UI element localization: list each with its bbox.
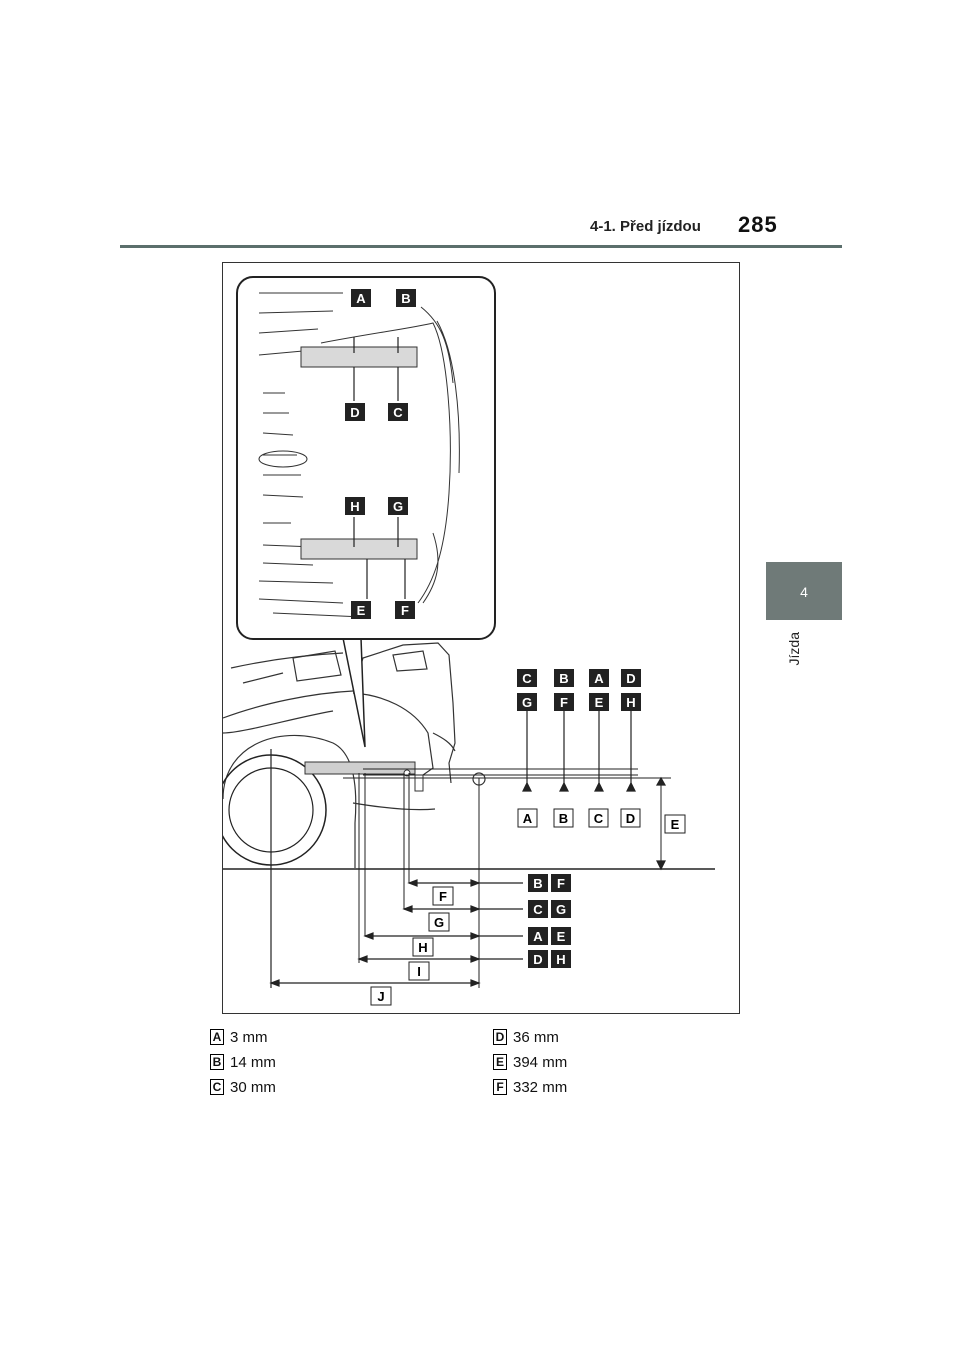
distance-tag-c-g: C G [528, 900, 571, 918]
detail-label-h: H [345, 497, 365, 515]
svg-text:B: B [401, 291, 410, 306]
distance-label-h: H [412, 937, 434, 957]
distance-tag-b-f: B F [528, 874, 571, 892]
svg-text:E: E [357, 603, 366, 618]
svg-text:B: B [533, 876, 542, 891]
chapter-number: 4 [800, 584, 808, 600]
svg-text:A: A [356, 291, 366, 306]
svg-text:D: D [533, 952, 542, 967]
svg-text:H: H [626, 695, 635, 710]
detail-label-d: D [345, 403, 365, 421]
svg-text:D: D [626, 671, 635, 686]
legend-value: 30 mm [230, 1078, 276, 1096]
svg-text:C: C [522, 671, 532, 686]
detail-label-b: B [396, 289, 416, 307]
svg-text:C: C [594, 811, 604, 826]
svg-text:F: F [401, 603, 409, 618]
chapter-name: Jízda [786, 632, 802, 666]
vehicle-outline [223, 642, 456, 868]
legend-key: D [493, 1029, 507, 1045]
svg-text:E: E [595, 695, 604, 710]
legend-value: 394 mm [513, 1053, 568, 1071]
svg-text:J: J [377, 989, 384, 1004]
top-callout-a-e: A E [589, 669, 609, 711]
top-callout-d-h: D H [621, 669, 641, 711]
legend-value: 36 mm [513, 1028, 559, 1046]
svg-text:A: A [533, 929, 543, 944]
distance-tag-d-h: D H [528, 950, 571, 968]
legend-key: B [210, 1054, 224, 1070]
svg-text:B: B [559, 671, 568, 686]
detail-label-a: A [351, 289, 371, 307]
detail-inset [236, 276, 496, 748]
distance-label-g: G [428, 912, 450, 932]
svg-text:H: H [556, 952, 565, 967]
chapter-tab[interactable]: 4 [766, 562, 842, 620]
svg-text:G: G [434, 915, 444, 930]
towing-hitch-diagram: A B D C H G E F C G B F A E D H A B C D … [222, 262, 740, 1014]
legend-key: A [210, 1029, 224, 1045]
diagram-drawing: A B D C H G E F C G B F A E D H A B C D … [223, 276, 715, 1006]
svg-text:H: H [350, 499, 359, 514]
distance-label-i: I [408, 961, 430, 981]
legend-key: F [493, 1079, 507, 1095]
detail-label-f: F [395, 601, 415, 619]
top-callout-b-f: B F [554, 669, 574, 711]
detail-label-g: G [388, 497, 408, 515]
hitch-bar [304, 761, 486, 792]
top-callout-c-g: C G [517, 669, 537, 711]
bottom-callout-c: C [588, 808, 609, 828]
svg-text:A: A [523, 811, 533, 826]
legend-value: 3 mm [230, 1028, 268, 1046]
distance-label-j: J [370, 986, 392, 1006]
svg-text:G: G [556, 902, 566, 917]
detail-label-c: C [388, 403, 408, 421]
svg-text:I: I [417, 964, 421, 979]
svg-text:D: D [350, 405, 359, 420]
svg-text:C: C [533, 902, 543, 917]
bottom-callout-a: A [517, 808, 538, 828]
svg-text:G: G [393, 499, 403, 514]
svg-text:A: A [594, 671, 604, 686]
callout-pointers [522, 711, 667, 871]
svg-text:E: E [557, 929, 566, 944]
legend-key: C [210, 1079, 224, 1095]
svg-text:D: D [626, 811, 635, 826]
distance-tag-a-e: A E [528, 927, 571, 945]
legend-item-a: A 3 mm [210, 1027, 268, 1047]
legend-value: 14 mm [230, 1053, 276, 1071]
header-divider [120, 245, 842, 248]
dimension-verticals [358, 773, 662, 988]
legend-item-e: E 394 mm [493, 1052, 567, 1072]
svg-text:B: B [559, 811, 568, 826]
legend-key: E [493, 1054, 507, 1070]
svg-text:F: F [557, 876, 565, 891]
svg-text:F: F [439, 889, 447, 904]
page-number: 285 [738, 212, 778, 237]
legend-value: 332 mm [513, 1078, 568, 1096]
legend-item-c: C 30 mm [210, 1077, 276, 1097]
legend-item-d: D 36 mm [493, 1027, 559, 1047]
hitch-detail-upper [300, 337, 418, 401]
svg-text:G: G [522, 695, 532, 710]
hitch-detail-lower [300, 517, 418, 599]
dimension-arrows [269, 879, 523, 987]
svg-text:H: H [418, 940, 427, 955]
svg-text:E: E [671, 817, 680, 832]
legend-item-f: F 332 mm [493, 1077, 567, 1097]
legend-item-b: B 14 mm [210, 1052, 276, 1072]
bottom-callout-d: D [620, 808, 641, 828]
svg-text:C: C [393, 405, 403, 420]
detail-label-e: E [351, 601, 371, 619]
svg-text:F: F [560, 695, 568, 710]
bottom-callout-b: B [553, 808, 574, 828]
distance-label-f: F [432, 886, 454, 906]
height-label-e: E [664, 814, 686, 834]
section-title: 4-1. Před jízdou [590, 218, 701, 235]
